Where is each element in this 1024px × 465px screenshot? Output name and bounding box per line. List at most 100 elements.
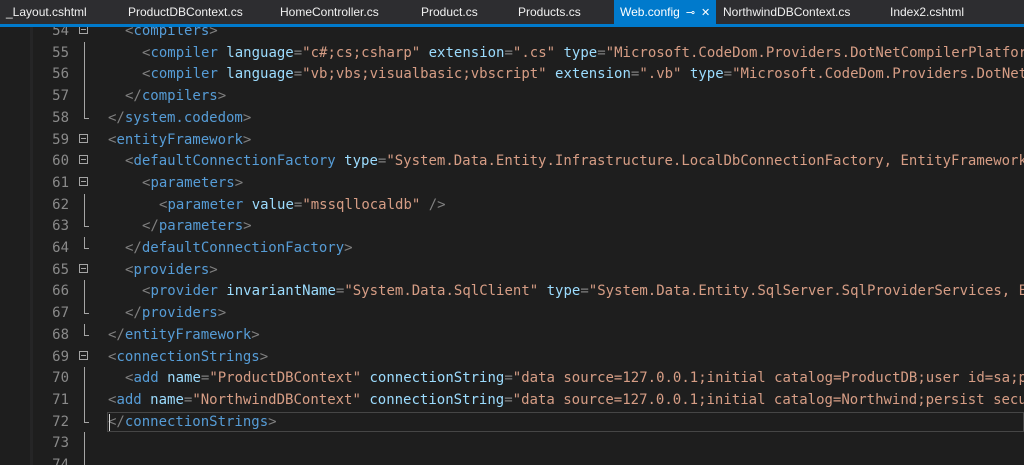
code-token: compiler (150, 66, 218, 83)
code-token: > (217, 305, 227, 322)
tab-product-cs[interactable]: Product.cs (421, 0, 478, 24)
code-token: type (555, 44, 598, 61)
pin-icon[interactable]: ⊸ (685, 7, 696, 19)
collapse-region-icon[interactable] (79, 176, 88, 186)
code-line[interactable]: 62 <parameter value="mssqllocaldb" /> (0, 193, 1024, 216)
code-line[interactable]: 69<connectionStrings> (0, 346, 1024, 368)
code-editor[interactable]: 54<compilers>55<compiler language="c#;cs… (0, 27, 1024, 465)
code-text: <compiler language="vb;vbs;visualbasic;v… (142, 63, 1024, 85)
collapse-region-icon[interactable] (79, 133, 88, 143)
code-line[interactable]: 55 <compiler language="c#;cs;csharp" exte… (0, 41, 1024, 64)
code-line[interactable]: 72</connectionStrings> (0, 410, 1024, 433)
tab-products-cs[interactable]: Products.cs (518, 0, 581, 24)
line-number: 62 (52, 196, 69, 213)
code-line[interactable]: 71<add name="NorthwindDBContext" connect… (0, 388, 1024, 411)
collapse-region-icon[interactable] (79, 263, 88, 273)
line-number: 54 (52, 27, 69, 39)
code-token: providers (133, 261, 210, 278)
code-line[interactable]: 74 (0, 454, 1024, 465)
code-line[interactable]: 68</entityFramework> (0, 323, 1024, 346)
code-text: <parameter value="mssqllocaldb" /> (159, 194, 446, 216)
code-text: <compiler language="c#;cs;csharp" extens… (142, 42, 1024, 64)
code-token: > (242, 131, 252, 148)
code-line[interactable]: 54<compilers> (0, 27, 1024, 42)
line-number: 64 (52, 240, 69, 256)
collapse-region-icon[interactable] (79, 155, 88, 165)
code-token: "Microsoft.CodeDom.Providers.DotNetCompi… (605, 44, 1024, 61)
current-line-highlight (107, 411, 1024, 432)
code-token: </ (108, 109, 125, 126)
code-line[interactable]: 58</system.codedom> (0, 106, 1024, 129)
code-token: < (142, 66, 151, 83)
glyph-margin (0, 27, 30, 465)
line-number: 63 (52, 218, 69, 235)
code-text: </entityFramework> (108, 324, 260, 346)
code-line[interactable]: 59<entityFramework> (0, 129, 1024, 151)
code-token: compiler (150, 44, 218, 61)
code-token: "data source=127.0.0.1;initial catalog=P… (512, 370, 1024, 387)
code-line[interactable]: 61<parameters> (0, 172, 1024, 194)
code-token: < (142, 283, 151, 300)
code-token: < (142, 44, 151, 61)
code-token: parameters (150, 174, 235, 191)
code-line[interactable]: 73 (0, 432, 1024, 455)
code-token: < (108, 348, 117, 365)
code-token: language (217, 66, 294, 83)
outline-guide (84, 215, 85, 227)
code-token: connectionStrings (124, 413, 269, 430)
code-text: </parameters> (142, 215, 252, 237)
code-line[interactable]: 70<add name="ProductDBContext" connectio… (0, 367, 1024, 390)
active-tab-accent-line (0, 24, 1024, 27)
code-token: "vb;vbs;visualbasic;vbscript" (302, 66, 547, 83)
tab-layout-cshtml[interactable]: _Layout.cshtml (6, 0, 87, 24)
outline-guide-end (84, 226, 89, 228)
collapse-region-icon[interactable] (79, 27, 88, 34)
tab-label: NorthwindDBContext.cs (723, 5, 851, 19)
outline-guide (84, 63, 85, 86)
tab-label: HomeController.cs (280, 5, 379, 19)
code-token: > (217, 88, 227, 105)
line-number: 73 (52, 435, 69, 452)
code-token: defaultConnectionFactory (141, 240, 345, 256)
code-token: entityFramework (116, 131, 243, 148)
code-token: "c#;cs;csharp" (302, 44, 421, 61)
line-number: 55 (52, 44, 69, 61)
code-line[interactable]: 63 </parameters> (0, 215, 1024, 237)
code-token: > (243, 218, 252, 235)
code-text: <entityFramework> (108, 129, 251, 151)
code-line[interactable]: 57</compilers> (0, 85, 1024, 108)
tab-productdbcontext-cs[interactable]: ProductDBContext.cs (128, 0, 243, 24)
line-number: 65 (52, 261, 69, 278)
tab-index2-cshtml[interactable]: Index2.cshtml (890, 0, 964, 24)
code-token: > (251, 326, 260, 343)
tab-northwinddbcontext-cs[interactable]: NorthwindDBContext.cs (723, 0, 850, 24)
code-line[interactable]: 60<defaultConnectionFactory type="System… (0, 150, 1024, 172)
code-token: compilers (133, 27, 210, 39)
outline-guide (84, 85, 85, 108)
collapse-region-icon[interactable] (79, 350, 88, 360)
tab-label: Products.cs (518, 5, 581, 19)
code-line[interactable]: 67</providers> (0, 302, 1024, 324)
outline-guide-end (84, 313, 89, 315)
code-text: </system.codedom> (108, 107, 251, 129)
code-line[interactable]: 65<providers> (0, 259, 1024, 281)
code-text: <add name="NorthwindDBContext" connectio… (108, 389, 1024, 411)
close-icon[interactable]: ✕ (701, 7, 711, 19)
code-line[interactable]: 66<provider invariantName="System.Data.S… (0, 280, 1024, 303)
code-token: > (234, 174, 244, 191)
code-line[interactable]: 56<compiler language="vb;vbs;visualbasic… (0, 63, 1024, 86)
code-token: providers (141, 305, 218, 322)
code-token: > (242, 109, 252, 126)
tab-web-config[interactable]: Web.config⊸✕ (614, 0, 717, 24)
outline-guide (84, 193, 85, 216)
code-token: "NorthwindDBContext" (192, 391, 361, 408)
code-line[interactable]: 64</defaultConnectionFactory> (0, 237, 1024, 259)
code-token: > (268, 413, 277, 430)
tab-homecontroller-cs[interactable]: HomeController.cs (280, 0, 379, 24)
outline-guide (84, 367, 85, 390)
code-token: type (538, 283, 581, 300)
code-token: </ (125, 305, 142, 322)
code-token: > (209, 27, 218, 39)
code-token: language (217, 44, 294, 61)
code-text: <add name="ProductDBContext" connectionS… (125, 367, 1024, 389)
